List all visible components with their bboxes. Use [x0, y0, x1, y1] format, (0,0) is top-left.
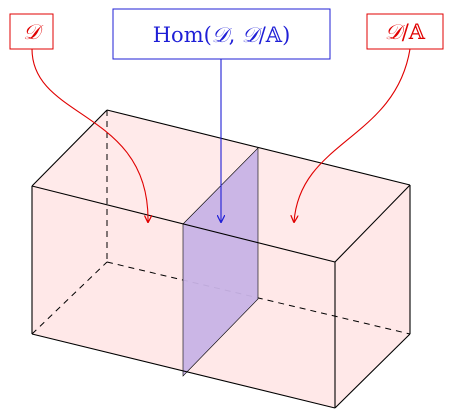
edge-bottom-right — [334, 333, 411, 409]
label-right-text: 𝒟/𝔸 — [385, 20, 426, 44]
hidden-edge-back-bottom — [106, 261, 411, 335]
label-middle: Hom(𝒟, 𝒟/𝔸) — [112, 8, 331, 60]
label-right-box — [366, 13, 444, 50]
label-left: 𝒟 — [9, 13, 54, 50]
arrow-left — [31, 48, 148, 222]
edge-bottom-front — [31, 333, 336, 409]
visible-edges — [31, 109, 411, 409]
label-left-text: 𝒟 — [23, 20, 44, 44]
edge-top-back — [106, 109, 411, 186]
arrow-right — [294, 48, 411, 222]
label-middle-text: Hom(𝒟, 𝒟/𝔸) — [153, 23, 291, 47]
edge-top-right — [334, 184, 411, 263]
divider-plane — [182, 147, 259, 377]
hidden-edges — [31, 110, 411, 335]
label-right: 𝒟/𝔸 — [366, 13, 444, 50]
edge-top-front — [31, 185, 336, 263]
